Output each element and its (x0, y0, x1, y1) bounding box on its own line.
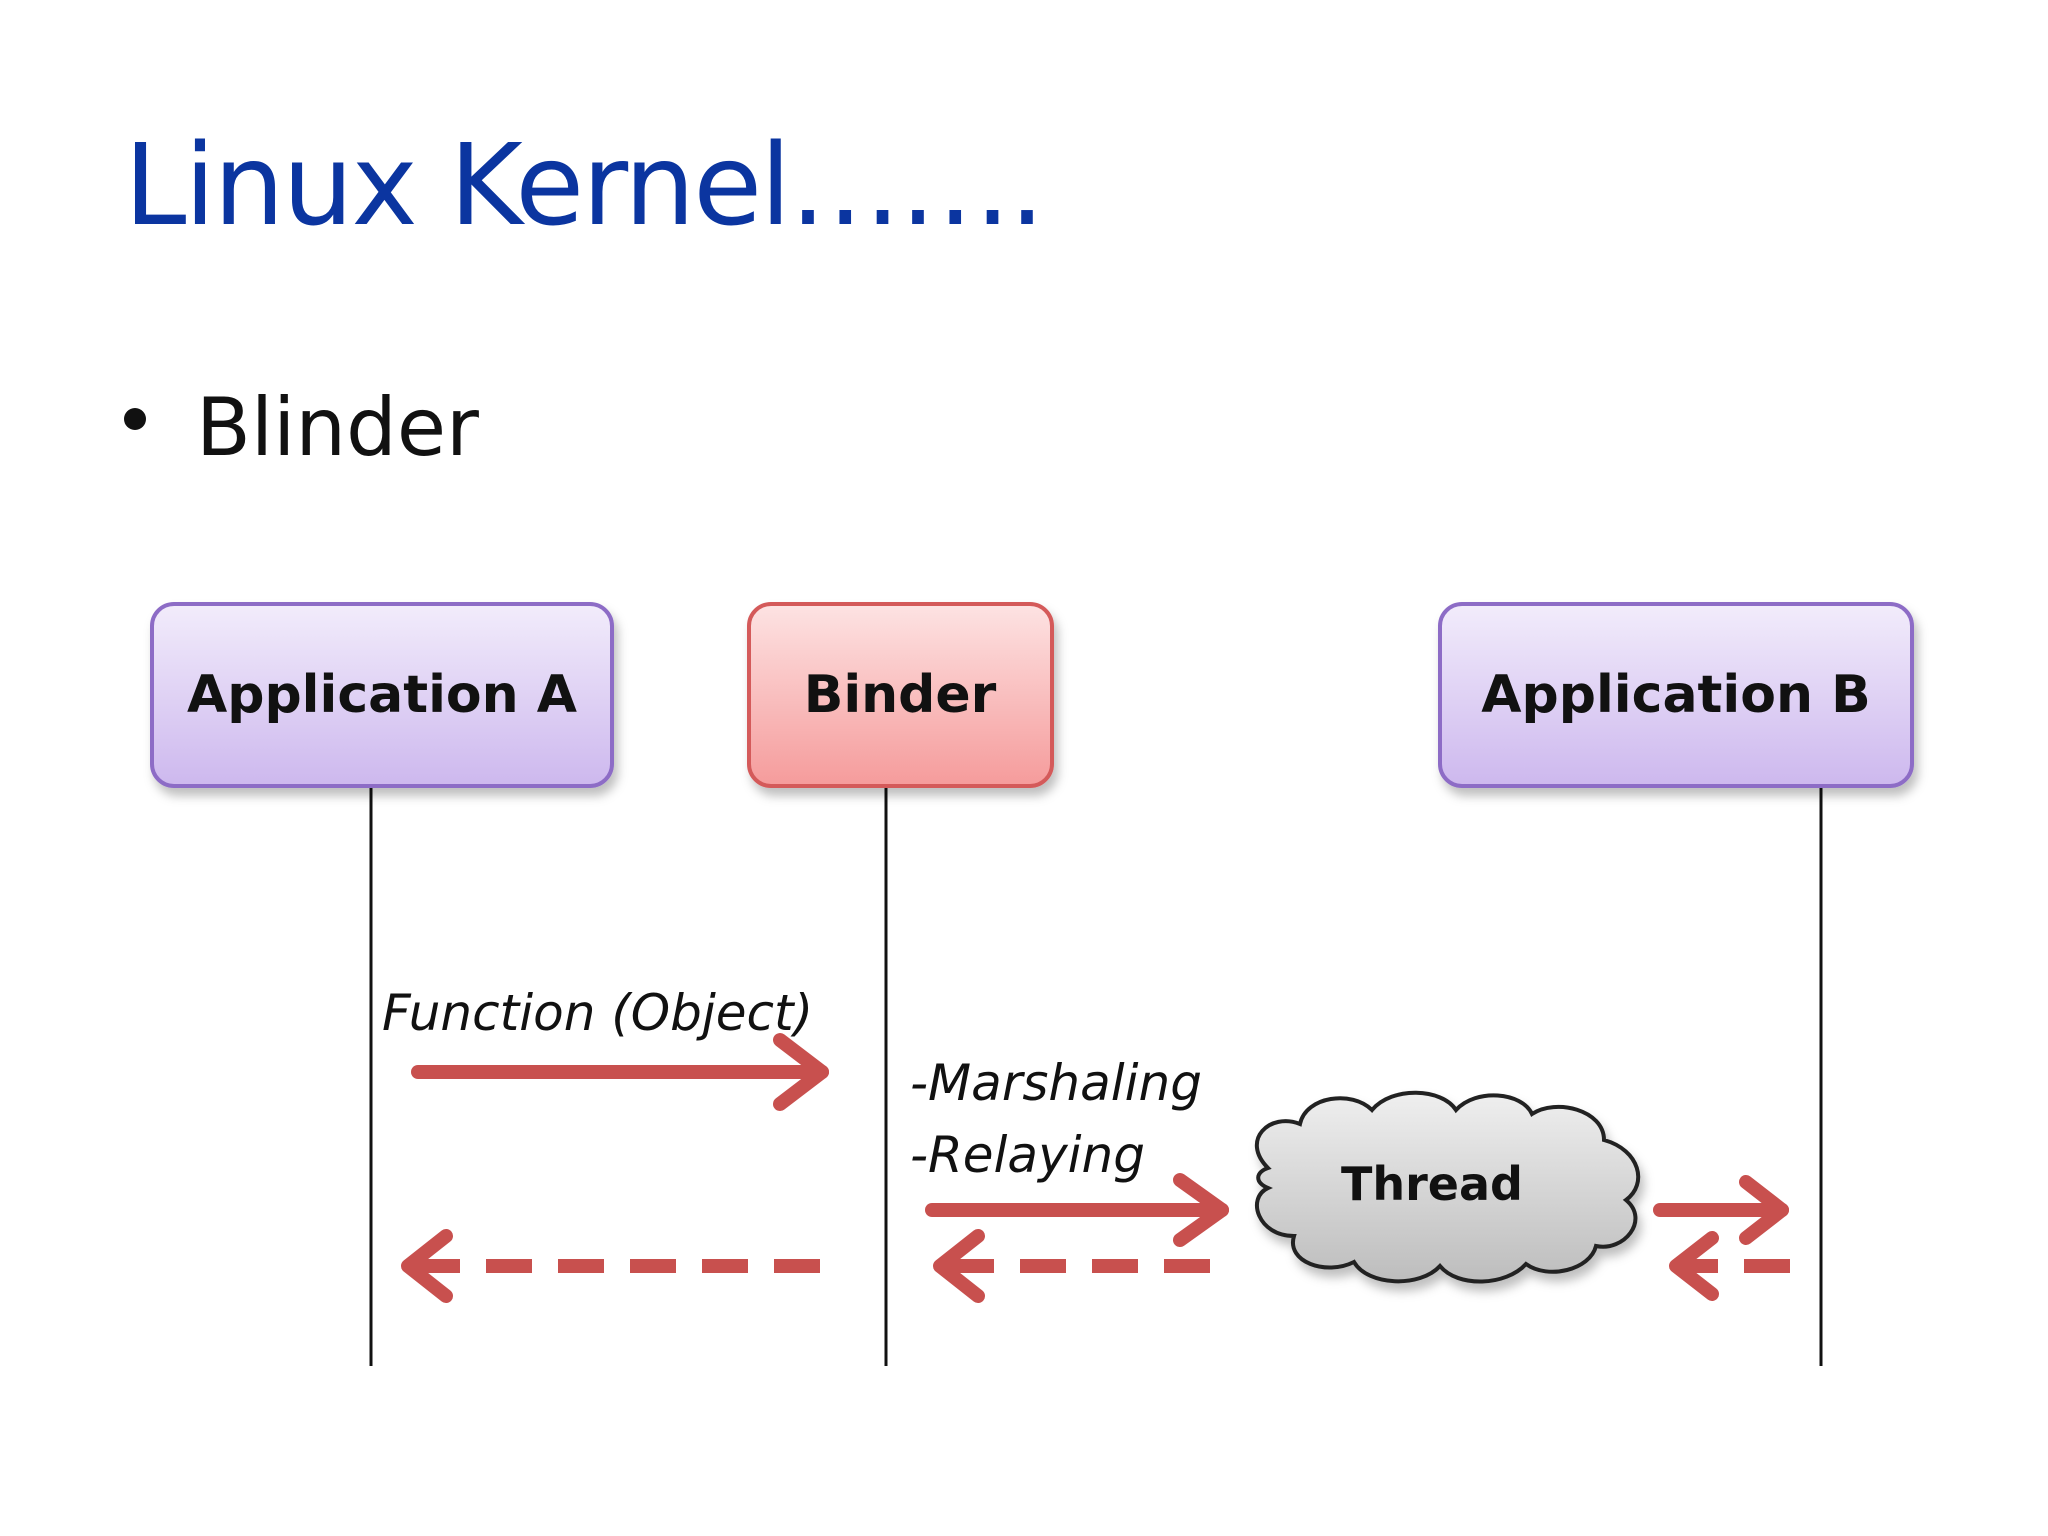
arrow-thread-to-app-b (1653, 1175, 1789, 1245)
application-b-label: Application B (1481, 665, 1870, 725)
function-object-label: Function (Object) (382, 984, 813, 1042)
bullet-text: Blinder (196, 381, 479, 474)
arrow-app-a-to-binder (411, 1033, 829, 1111)
relaying-label: -Relaying (910, 1126, 1145, 1184)
return-arrow-thread-to-binder (933, 1229, 1210, 1303)
return-arrow-binder-to-app-a (401, 1229, 820, 1303)
participant-application-b: Application B (1438, 602, 1914, 788)
bullet-item: Blinder (124, 388, 479, 468)
bullet-icon (124, 408, 146, 431)
thread-cloud: Thread (1254, 1090, 1641, 1284)
binder-label: Binder (804, 665, 997, 725)
marshaling-label: -Marshaling (910, 1054, 1202, 1112)
thread-label: Thread (1341, 1157, 1523, 1211)
participant-application-a: Application A (150, 602, 614, 788)
participant-binder: Binder (747, 602, 1054, 788)
return-arrow-app-b-to-thread (1669, 1231, 1790, 1301)
arrow-binder-to-thread (925, 1173, 1229, 1247)
application-a-label: Application A (187, 665, 577, 725)
slide-title: Linux Kernel……. (124, 121, 1045, 251)
